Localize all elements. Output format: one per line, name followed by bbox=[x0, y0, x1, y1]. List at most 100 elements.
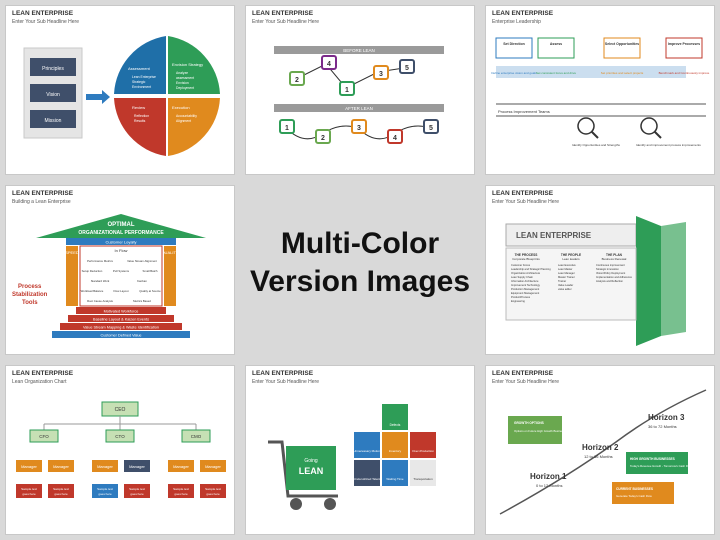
svg-text:Manager: Manager bbox=[129, 464, 145, 469]
svg-text:Trainer: Trainer bbox=[558, 279, 566, 283]
svg-text:12 to 36 Months: 12 to 36 Months bbox=[584, 454, 613, 459]
svg-text:Sample text: Sample text bbox=[173, 487, 189, 491]
slide-title: LEAN ENTERPRISE bbox=[492, 10, 554, 17]
center-heading: Multi-Color Version Images bbox=[240, 225, 480, 301]
svg-text:0 to 12 Months: 0 to 12 Months bbox=[536, 483, 562, 488]
svg-text:Small Batch: Small Batch bbox=[143, 269, 158, 273]
slide-thumbnail-6[interactable]: LEAN ENTERPRISE Lean Organization Chart … bbox=[5, 365, 235, 535]
svg-text:goes here: goes here bbox=[22, 492, 36, 496]
magnifier-icon bbox=[640, 117, 658, 135]
svg-text:Defects: Defects bbox=[390, 423, 401, 427]
svg-text:Set priorities and select proj: Set priorities and select projects bbox=[601, 71, 644, 75]
svg-text:Manager: Manager bbox=[173, 464, 189, 469]
cycle-diagram: Principles Vision Mission Assessment Lea… bbox=[23, 36, 220, 156]
svg-text:Manager: Manager bbox=[53, 464, 69, 469]
svg-text:SPEED: SPEED bbox=[65, 250, 79, 255]
svg-text:Lean Supply Chain: Lean Supply Chain bbox=[511, 275, 533, 279]
svg-text:Organization Architecture: Organization Architecture bbox=[511, 271, 541, 275]
mission-box: Mission bbox=[45, 118, 62, 124]
slide-title: LEAN ENTERPRISE bbox=[12, 370, 74, 377]
svg-text:Set Direction: Set Direction bbox=[503, 42, 525, 46]
svg-text:Value Leader: Value Leader bbox=[558, 283, 573, 287]
svg-text:Benchmark and Continuously imp: Benchmark and Continuously improve bbox=[659, 71, 710, 75]
svg-text:Options on Future High Growth: Options on Future High Growth Businesses bbox=[514, 429, 568, 433]
arrow-right-icon bbox=[86, 90, 110, 104]
slide-thumbnail-3[interactable]: LEAN ENTERPRISE Enterprise Leadership Se… bbox=[485, 5, 715, 175]
slide-thumbnail-7[interactable]: LEAN ENTERPRISE Enter Your Sub Headline … bbox=[245, 365, 475, 535]
svg-text:4: 4 bbox=[327, 61, 331, 68]
svg-text:value adder: value adder bbox=[558, 287, 572, 291]
svg-text:1: 1 bbox=[285, 125, 289, 132]
svg-text:THE PROCESS: THE PROCESS bbox=[515, 253, 538, 257]
svg-text:Workload Balance: Workload Balance bbox=[81, 289, 104, 293]
svg-text:Vision/Policy Deployment: Vision/Policy Deployment bbox=[596, 271, 625, 275]
svg-text:Reflection: Reflection bbox=[134, 114, 149, 118]
slide-subtitle: Enterprise Leadership bbox=[492, 19, 541, 25]
slide-title: LEAN ENTERPRISE bbox=[12, 10, 74, 17]
slide-thumbnail-8[interactable]: LEAN ENTERPRISE Enter Your Sub Headline … bbox=[485, 365, 715, 535]
before-lean-label: BEFORE LEAN bbox=[343, 48, 375, 53]
svg-text:goes here: goes here bbox=[130, 492, 144, 496]
svg-text:Waiting Time: Waiting Time bbox=[386, 477, 404, 481]
slide-title: LEAN ENTERPRISE bbox=[492, 370, 554, 377]
svg-text:Tools: Tools bbox=[22, 300, 38, 306]
svg-text:GROWTH OPTIONS: GROWTH OPTIONS bbox=[514, 421, 544, 425]
slide-title: LEAN ENTERPRISE bbox=[252, 10, 314, 17]
slide-thumbnail-5[interactable]: LEAN ENTERPRISE Enter Your Sub Headline … bbox=[485, 185, 715, 355]
svg-text:Going: Going bbox=[304, 458, 318, 464]
svg-text:Unnecessary Motion: Unnecessary Motion bbox=[353, 449, 381, 453]
svg-text:LEAN: LEAN bbox=[299, 466, 324, 476]
svg-text:Master Trainer: Master Trainer bbox=[558, 275, 575, 279]
svg-text:Transportation: Transportation bbox=[413, 477, 433, 481]
slide-thumbnail-4[interactable]: LEAN ENTERPRISE Building a Lean Enterpri… bbox=[5, 185, 235, 355]
svg-text:Accountability: Accountability bbox=[176, 114, 197, 118]
svg-text:Deployment: Deployment bbox=[176, 86, 194, 90]
svg-text:Pull Systems: Pull Systems bbox=[113, 269, 130, 273]
slide-thumbnail-1[interactable]: LEAN ENTERPRISE Enter Your Sub Headline … bbox=[5, 5, 235, 175]
slide-thumbnail-2[interactable]: LEAN ENTERPRISE Enter Your Sub Headline … bbox=[245, 5, 475, 175]
svg-text:Engineering: Engineering bbox=[511, 299, 525, 303]
svg-text:THE PLAN: THE PLAN bbox=[606, 253, 623, 257]
quadrant-title-assessment: Assessment bbox=[128, 66, 151, 71]
svg-text:Analyze: Analyze bbox=[176, 71, 188, 75]
svg-text:goes here: goes here bbox=[54, 492, 68, 496]
svg-text:Customer Loyalty: Customer Loyalty bbox=[105, 240, 136, 245]
svg-text:Horizon 3: Horizon 3 bbox=[648, 413, 685, 422]
magnifier-icon bbox=[577, 117, 595, 135]
svg-text:In Flow: In Flow bbox=[115, 248, 128, 253]
svg-text:Motivated Workforce: Motivated Workforce bbox=[104, 310, 139, 314]
svg-text:LEAN ENTERPRISE: LEAN ENTERPRISE bbox=[516, 231, 592, 240]
svg-text:OPTIMAL: OPTIMAL bbox=[108, 222, 135, 228]
svg-text:Flow Layout: Flow Layout bbox=[113, 289, 128, 293]
slide-subtitle: Lean Organization Chart bbox=[12, 379, 67, 385]
svg-text:Envision: Envision bbox=[176, 81, 189, 85]
svg-text:Strategic: Strategic bbox=[132, 80, 146, 84]
svg-text:Generate Today's Cash Flow: Generate Today's Cash Flow bbox=[616, 494, 653, 498]
horizons-diagram: Horizon 3 36 to 72 Months Horizon 2 12 t… bbox=[499, 389, 707, 515]
svg-text:Today's Revenue Growth - Tomor: Today's Revenue Growth - Tomorrow's Cash… bbox=[630, 464, 693, 468]
svg-text:Sample text: Sample text bbox=[129, 487, 145, 491]
svg-text:Quality at Source: Quality at Source bbox=[139, 289, 161, 293]
slide-subtitle: Enter Your Sub Headline Here bbox=[252, 379, 319, 385]
svg-text:CMO: CMO bbox=[191, 434, 202, 439]
house-diagram: OPTIMAL ORGANIZATIONAL PERFORMANCE Custo… bbox=[12, 214, 206, 338]
svg-text:Performance Metrics: Performance Metrics bbox=[87, 259, 113, 263]
center-heading-line1: Multi-Color bbox=[280, 227, 440, 260]
svg-text:4: 4 bbox=[393, 135, 397, 142]
svg-text:Sample text: Sample text bbox=[205, 487, 221, 491]
svg-text:goes here: goes here bbox=[98, 492, 112, 496]
principles-box: Principles bbox=[42, 66, 64, 72]
leadership-diagram: Set Direction Assess Select Opportunitie… bbox=[491, 37, 710, 147]
svg-text:36 to 72 Months: 36 to 72 Months bbox=[648, 424, 677, 429]
svg-text:CTO: CTO bbox=[115, 434, 125, 439]
before-after-diagram: BEFORE LEAN 4 2 1 3 5 AFTER LEAN 1 2 3 4… bbox=[274, 46, 444, 144]
svg-text:Setup Reduction: Setup Reduction bbox=[82, 269, 103, 273]
svg-text:CURRENT BUSINESSES: CURRENT BUSINESSES bbox=[616, 487, 653, 491]
svg-text:Lean Enterprise: Lean Enterprise bbox=[132, 75, 156, 79]
svg-text:5: 5 bbox=[429, 125, 433, 132]
svg-text:Equipment Management: Equipment Management bbox=[511, 291, 540, 295]
svg-text:CFO: CFO bbox=[39, 434, 49, 439]
slide-subtitle: Enter Your Sub Headline Here bbox=[492, 379, 559, 385]
svg-text:Improvement Technology: Improvement Technology bbox=[511, 283, 541, 287]
quadrant-title-envision: Envision Strategy bbox=[172, 62, 203, 67]
